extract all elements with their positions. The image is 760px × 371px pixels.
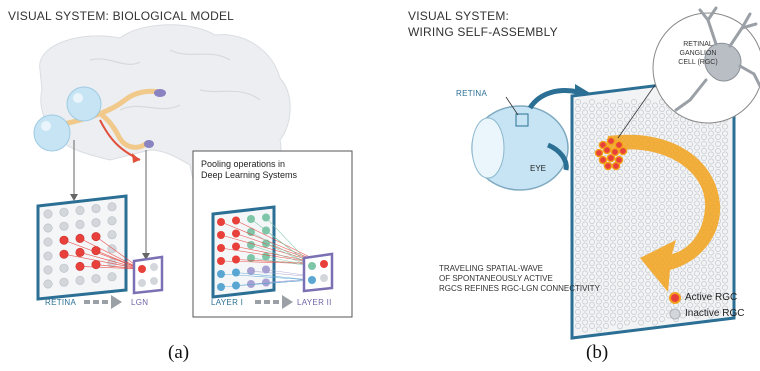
- panel-b-title-line2: WIRING SELF-ASSEMBLY: [408, 25, 558, 39]
- active-rgc: [618, 146, 628, 156]
- retina-cell: [43, 209, 53, 219]
- retina-cell: [43, 265, 53, 275]
- wave-line3: RGCS REFINES RGC-LGN CONNECTIVITY: [439, 284, 600, 293]
- layer2-label: LAYER II: [297, 298, 332, 307]
- active-rgc: [602, 145, 612, 155]
- active-rgc: [611, 161, 621, 171]
- rgc-line2: GANGLION: [679, 50, 717, 57]
- retina-cell: [107, 216, 117, 226]
- caption-a: (a): [168, 342, 190, 363]
- retina-cell: [43, 223, 53, 233]
- lgn-label: LGN: [131, 298, 149, 307]
- caption-b: (b): [586, 342, 609, 363]
- wave-line1: TRAVELING SPATIAL-WAVE: [439, 264, 544, 273]
- retina-grid-a: [36, 194, 128, 301]
- retina-cell: [91, 204, 101, 214]
- retina-cell: [59, 263, 69, 273]
- retina-label-b: RETINA: [456, 89, 488, 98]
- retina-cell: [75, 275, 85, 285]
- wave-description: TRAVELING SPATIAL-WAVE OF SPONTANEOUSLY …: [439, 264, 600, 294]
- eye-bottom: [33, 114, 71, 152]
- inset-title: Pooling operations in Deep Learning Syst…: [201, 159, 297, 181]
- retina-cell: [75, 219, 85, 229]
- eye-label: EYE: [530, 164, 547, 173]
- panel-b-title-line1: VISUAL SYSTEM:: [408, 9, 510, 23]
- inset-title-line1: Pooling operations in: [201, 159, 286, 169]
- legend-inactive: Inactive RGC: [685, 308, 745, 319]
- rgc-label: RETINAL GANGLION CELL (RGC): [675, 40, 721, 67]
- active-rgc: [606, 153, 616, 163]
- lgn-box: [132, 255, 164, 295]
- active-rgc: [594, 148, 604, 158]
- active-rgc: [610, 147, 620, 157]
- rgc-line3: CELL (RGC): [678, 59, 718, 66]
- retina-cell: [59, 207, 69, 217]
- retina-cell: [59, 277, 69, 287]
- retina-cell: [91, 274, 101, 284]
- retina-cell: [107, 230, 117, 240]
- eye-top: [66, 86, 102, 122]
- retina-cell: [75, 205, 85, 215]
- layer1-label: LAYER I: [211, 298, 244, 307]
- wave-line2: OF SPONTANEOUSLY ACTIVE: [439, 274, 553, 283]
- active-rgc: [598, 155, 608, 165]
- retina-cell: [43, 251, 53, 261]
- retina-cell: [43, 279, 53, 289]
- active-rgc: [614, 140, 624, 150]
- retina-cell: [43, 237, 53, 247]
- retina-label-a: RETINA: [45, 298, 77, 307]
- active-rgc: [603, 161, 613, 171]
- inset-title-line2: Deep Learning Systems: [201, 170, 298, 180]
- retina-cell: [91, 218, 101, 228]
- panel-a-title: VISUAL SYSTEM: BIOLOGICAL MODEL: [8, 9, 235, 23]
- wave-arrow: [605, 134, 721, 292]
- panel-b-title: VISUAL SYSTEM: WIRING SELF-ASSEMBLY: [408, 8, 558, 40]
- active-rgc: [606, 136, 616, 146]
- retina-cell: [59, 221, 69, 231]
- rgc-line1: RETINAL: [683, 41, 713, 48]
- retina-cell: [107, 272, 117, 282]
- legend-active: Active RGC: [685, 292, 738, 303]
- layer2-box: [302, 252, 334, 293]
- retina-cell: [107, 202, 117, 212]
